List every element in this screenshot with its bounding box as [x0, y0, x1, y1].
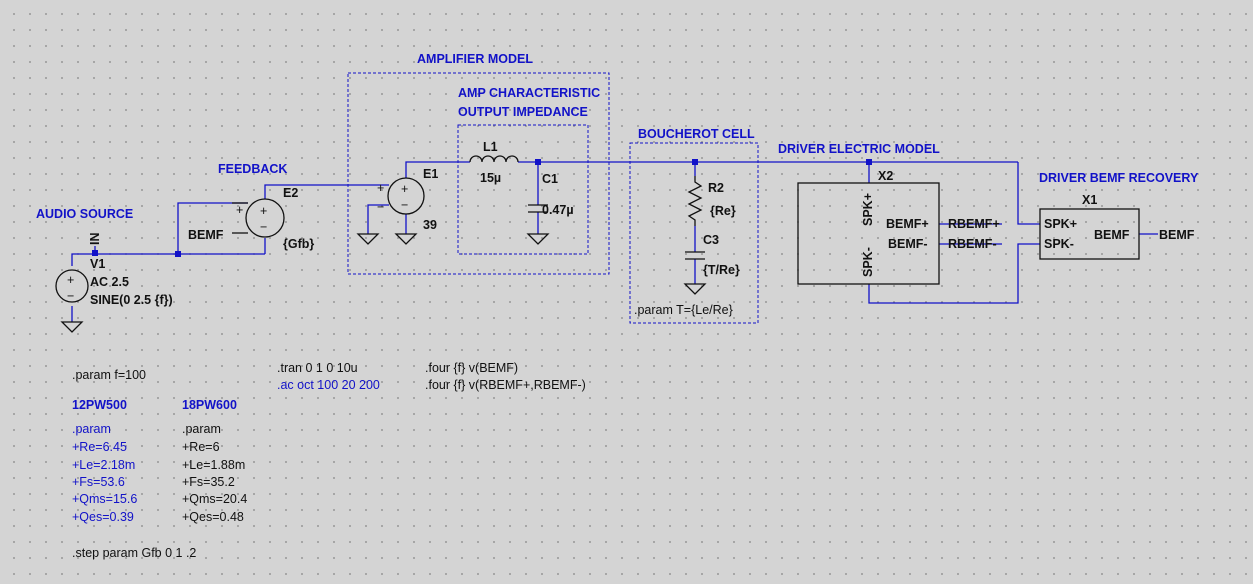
net-label-rbemf-plus: RBEMF+	[948, 217, 1000, 231]
directive-param-f: .param f=100	[72, 368, 146, 382]
label-audio-source: AUDIO SOURCE	[36, 207, 133, 221]
driver-param-line: +Qes=0.48	[182, 510, 244, 524]
c1-capacitor[interactable]	[528, 204, 548, 213]
driver-param-keyword: .param	[72, 422, 111, 436]
label-feedback: FEEDBACK	[218, 162, 287, 176]
v1-voltage-source[interactable]: + −	[55, 269, 89, 303]
driver-param-line: +Qms=20.4	[182, 492, 247, 506]
directive-tran: .tran 0 1 0 10u	[277, 361, 358, 375]
driver-params-12pw500: 12PW500 .param +Re=6.45 +Le=2.18m +Fs=53…	[72, 398, 137, 524]
directive-ac: .ac oct 100 20 200	[277, 378, 380, 392]
e2-in-plus: +	[236, 203, 243, 217]
e2-name: E2	[283, 186, 298, 200]
net-label-in: IN	[88, 233, 102, 246]
net-label-bemf-out: BEMF	[1159, 228, 1195, 242]
label-amp-characteristic: AMP CHARACTERISTIC	[458, 86, 600, 100]
x1-name: X1	[1082, 193, 1097, 207]
amplifier-model-box	[347, 72, 610, 275]
directive-boucherot-param: .param T={Le/Re}	[634, 303, 733, 317]
x2-pin-bemf-plus: BEMF+	[886, 217, 929, 231]
e1-minus-sign: −	[401, 198, 408, 212]
driver-param-keyword: .param	[182, 422, 221, 436]
x2-name: X2	[878, 169, 893, 183]
v1-name: V1	[90, 257, 105, 271]
driver-title: 18PW600	[182, 398, 237, 412]
directive-step: .step param Gfb 0 1 .2	[72, 546, 196, 560]
label-driver-bemf-recovery: DRIVER BEMF RECOVERY	[1039, 171, 1199, 185]
v1-plus-sign: +	[67, 273, 74, 287]
e1-in-plus: +	[377, 181, 384, 195]
label-driver-electric-model: DRIVER ELECTRIC MODEL	[778, 142, 940, 156]
c1-value: 0.47µ	[542, 203, 574, 217]
label-boucherot-cell: BOUCHEROT CELL	[638, 127, 755, 141]
l1-value: 15µ	[480, 171, 501, 185]
e2-minus-sign: −	[260, 220, 267, 234]
x1-bemf-subcircuit[interactable]	[1039, 208, 1140, 260]
x1-pin-spk-minus: SPK-	[1044, 237, 1074, 251]
v1-line1: AC 2.5	[90, 275, 129, 289]
driver-param-line: +Qes=0.39	[72, 510, 134, 524]
driver-param-line: +Re=6	[182, 440, 220, 454]
c1-name: C1	[542, 172, 558, 186]
r2-resistor[interactable]	[687, 176, 703, 226]
driver-param-line: +Le=1.88m	[182, 458, 245, 472]
net-label-bemf-feedback: BEMF	[188, 228, 224, 242]
r2-value: {Re}	[710, 204, 736, 218]
e1-controlled-source[interactable]: + − + −	[377, 177, 425, 215]
ground-symbols	[60, 233, 707, 333]
x1-pin-spk-plus: SPK+	[1044, 217, 1077, 231]
e1-plus-sign: +	[401, 182, 408, 196]
c3-name: C3	[703, 233, 719, 247]
x2-driver-subcircuit[interactable]	[797, 182, 940, 285]
net-label-rbemf-minus: RBEMF-	[948, 237, 997, 251]
e2-plus-sign: +	[260, 204, 267, 218]
driver-param-line: +Fs=35.2	[182, 475, 235, 489]
directive-four-bemf: .four {f} v(BEMF)	[425, 361, 518, 375]
x2-pin-spk-minus: SPK-	[861, 247, 875, 277]
c3-value: {T/Re}	[703, 263, 740, 277]
c3-capacitor[interactable]	[685, 251, 705, 260]
x2-pin-spk-plus: SPK+	[861, 193, 875, 226]
e1-in-minus: −	[377, 200, 384, 214]
v1-minus-sign: −	[67, 289, 74, 303]
wires	[71, 161, 1158, 322]
l1-name: L1	[483, 140, 498, 154]
label-amplifier-model: AMPLIFIER MODEL	[417, 52, 533, 66]
e1-value: 39	[423, 218, 437, 232]
driver-param-line: +Re=6.45	[72, 440, 127, 454]
e2-controlled-source[interactable]: + + −	[232, 198, 285, 238]
driver-param-line: +Qms=15.6	[72, 492, 137, 506]
x1-pin-bemf: BEMF	[1094, 228, 1130, 242]
e2-value: {Gfb}	[283, 237, 314, 251]
l1-inductor[interactable]	[469, 155, 519, 163]
boucherot-cell-box	[629, 142, 759, 324]
driver-title: 12PW500	[72, 398, 127, 412]
label-output-impedance: OUTPUT IMPEDANCE	[458, 105, 588, 119]
driver-param-line: +Le=2.18m	[72, 458, 135, 472]
amp-characteristic-box	[457, 124, 589, 255]
v1-line2: SINE(0 2.5 {f})	[90, 293, 173, 307]
x2-pin-bemf-minus: BEMF-	[888, 237, 928, 251]
driver-params-18pw600: 18PW600 .param +Re=6 +Le=1.88m +Fs=35.2 …	[182, 398, 247, 524]
directive-four-rbemf: .four {f} v(RBEMF+,RBEMF-)	[425, 378, 586, 392]
driver-param-line: +Fs=53.6	[72, 475, 125, 489]
junction-dots	[92, 159, 872, 257]
r2-name: R2	[708, 181, 724, 195]
e1-name: E1	[423, 167, 438, 181]
